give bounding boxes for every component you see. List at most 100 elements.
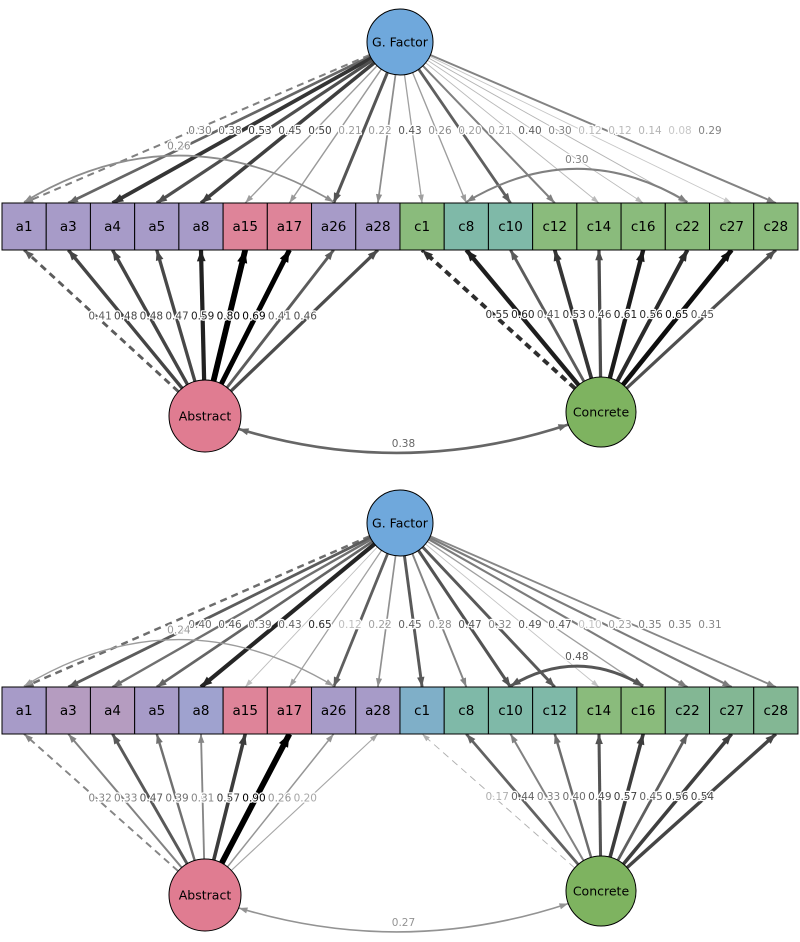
- edge-gfactor-c14: [425, 62, 600, 204]
- edge-abstract-a17: [219, 248, 292, 386]
- indicator-box-c22: [664, 686, 711, 735]
- factor-correlation-arrowhead-end: [557, 424, 569, 432]
- model-2-concrete-node-label: Concrete: [573, 884, 630, 899]
- loading-label-gfactor-a28: 0.28: [428, 619, 451, 631]
- edge-gfactor-c28-arrowhead: [766, 196, 776, 203]
- loading-label-gfactor-c10: 0.40: [518, 125, 541, 137]
- loading-label-concrete-c8: 0.60: [511, 309, 534, 321]
- indicator-label-c28: c28: [764, 703, 789, 719]
- model-1-concrete-node-label: Concrete: [573, 405, 630, 420]
- indicator-label-c8: c8: [458, 219, 474, 235]
- loading-label-abstract-a1: 0.32: [88, 793, 111, 805]
- edge-gfactor-c1: [402, 555, 424, 688]
- loading-label-gfactor-a3: 0.38: [218, 125, 241, 137]
- edge-abstract-a15-arrowhead: [238, 734, 247, 746]
- model-1-abstract-node-label: Abstract: [179, 409, 232, 424]
- indicator-box-a3: [45, 202, 91, 251]
- edge-gfactor-a28: [377, 555, 397, 688]
- residual-cor-c8-c22-arrowhead-end: [677, 194, 688, 202]
- loading-label-concrete-c12: 0.40: [562, 791, 585, 803]
- loading-label-gfactor-a4: 0.53: [248, 125, 271, 137]
- residual-cor-c8-c22-arrowhead-start: [466, 194, 476, 202]
- edge-gfactor-c27-arrowhead: [721, 679, 732, 687]
- loading-label-gfactor-c14: 0.10: [578, 619, 601, 631]
- loading-label-gfactor-a17: 0.22: [368, 619, 391, 631]
- edge-concrete-c1: [420, 248, 577, 390]
- indicator-label-a17: a17: [277, 703, 302, 719]
- edge-abstract-a1: [23, 248, 180, 393]
- edge-abstract-a4-arrowhead: [112, 250, 122, 262]
- loading-label-abstract-a4: 0.48: [140, 311, 163, 323]
- loading-label-gfactor-c12: 0.47: [548, 619, 571, 631]
- edge-concrete-c27: [622, 732, 733, 866]
- edge-concrete-c8-arrowhead: [466, 250, 477, 262]
- edge-gfactor-c8: [411, 72, 467, 204]
- indicator-box-a15: [222, 686, 268, 735]
- loading-label-gfactor-a5: 0.43: [278, 619, 301, 631]
- loading-label-gfactor-c28: 0.31: [698, 619, 721, 631]
- edge-abstract-a15: [211, 733, 247, 861]
- indicator-box-a26: [311, 686, 357, 735]
- indicator-box-a1: [1, 202, 47, 251]
- edge-gfactor-a8: [199, 542, 376, 689]
- indicator-box-c22: [664, 202, 711, 251]
- indicator-box-a15: [222, 202, 268, 251]
- loading-label-concrete-c28: 0.45: [691, 309, 714, 321]
- edge-abstract-a1: [23, 733, 179, 872]
- indicator-label-a1: a1: [16, 219, 33, 235]
- edge-gfactor-a17-arrowhead: [289, 678, 297, 687]
- indicator-label-c12: c12: [542, 703, 567, 719]
- residual-cor-c10-c16-arrowhead-end: [632, 677, 644, 686]
- edge-concrete-c8: [465, 733, 580, 866]
- loading-label-gfactor-a8: 0.50: [308, 125, 331, 137]
- loading-label-concrete-c16: 0.61: [614, 309, 637, 321]
- edge-concrete-c28: [625, 248, 777, 390]
- edge-gfactor-c27: [429, 56, 732, 204]
- loading-label-gfactor-a28: 0.26: [428, 125, 452, 137]
- edge-gfactor-c12-arrowhead: [545, 677, 555, 687]
- loading-label-gfactor-c27: 0.35: [668, 619, 691, 631]
- edge-gfactor-c22-arrowhead: [677, 679, 688, 687]
- loading-label-abstract-a28: 0.20: [294, 793, 317, 805]
- factor-correlation-label: 0.27: [392, 917, 415, 929]
- loading-label-abstract-a1: 0.41: [88, 311, 111, 323]
- edge-abstract-a4-arrowhead: [112, 734, 121, 745]
- loading-label-concrete-c22: 0.56: [639, 309, 663, 321]
- indicator-label-c8: c8: [458, 703, 474, 719]
- edge-gfactor-c8-arrowhead: [460, 194, 467, 203]
- indicator-label-a15: a15: [232, 219, 257, 235]
- edge-abstract-a1-arrowhead: [24, 250, 34, 260]
- indicator-label-c27: c27: [719, 219, 744, 235]
- edge-concrete-c12-arrowhead: [553, 250, 562, 262]
- edge-concrete-c22-arrowhead: [678, 250, 688, 262]
- indicator-box-c14: [576, 686, 622, 735]
- edge-concrete-c8: [464, 248, 581, 387]
- edge-abstract-a17-arrowhead: [279, 250, 290, 263]
- loading-label-gfactor-c1: 0.47: [458, 619, 481, 631]
- edge-abstract-a17-arrowhead: [278, 734, 290, 748]
- edge-abstract-a3: [67, 248, 184, 390]
- loading-label-abstract-a28: 0.46: [294, 311, 318, 323]
- residual-cor-c10-c16-arrowhead-start: [510, 677, 522, 686]
- edge-concrete-c10: [509, 733, 585, 862]
- edge-concrete-c12-arrowhead: [554, 734, 561, 745]
- edge-abstract-a4: [111, 249, 189, 386]
- edge-abstract-a1-arrowhead: [24, 734, 33, 743]
- edge-gfactor-a3: [67, 536, 372, 689]
- loading-label-abstract-a26: 0.41: [268, 311, 291, 323]
- indicator-label-a28: a28: [365, 703, 390, 719]
- edge-abstract-a8: [198, 249, 207, 381]
- loading-label-gfactor-a26: 0.43: [398, 125, 421, 137]
- edge-gfactor-c10-arrowhead: [501, 192, 511, 203]
- residual-cor-c8-c22: [465, 167, 688, 203]
- indicator-box-a3: [45, 686, 91, 735]
- loading-label-concrete-c16: 0.57: [614, 791, 637, 803]
- edge-concrete-c12: [553, 733, 593, 858]
- loading-label-gfactor-a8: 0.65: [308, 619, 331, 631]
- edge-abstract-a28: [230, 733, 379, 871]
- edge-gfactor-c14: [425, 543, 600, 688]
- loading-label-abstract-a8: 0.31: [191, 793, 214, 805]
- loading-label-gfactor-c22: 0.35: [638, 619, 661, 631]
- indicator-box-a8: [178, 686, 224, 735]
